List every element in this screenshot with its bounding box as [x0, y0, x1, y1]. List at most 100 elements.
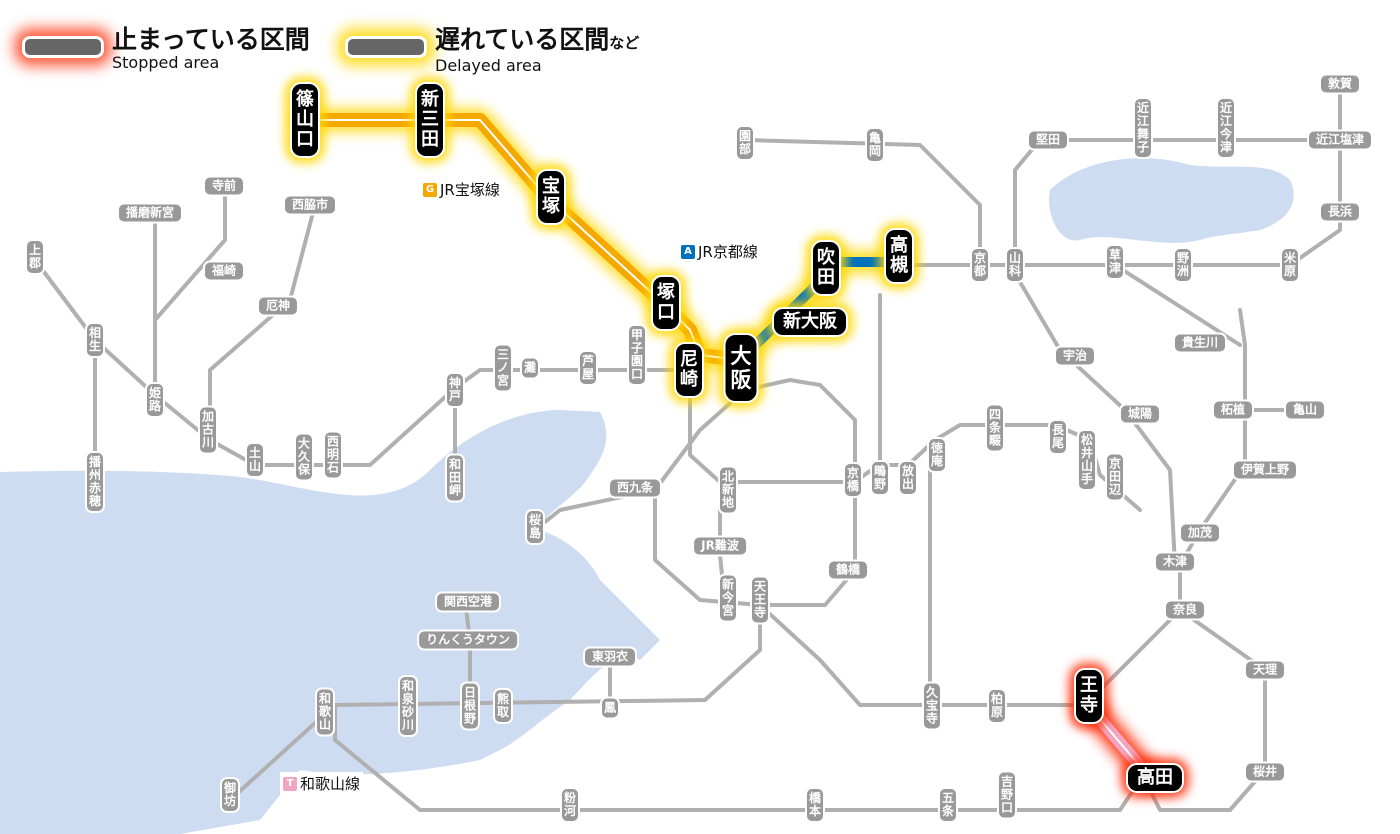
legend-delayed: 遅れている区間など Delayed area	[345, 26, 639, 75]
station-nishiakashi[interactable]: 西明石	[322, 430, 344, 480]
station-kumatori[interactable]: 熊取	[492, 688, 514, 724]
station-nishikujo[interactable]: 西九条	[607, 477, 663, 499]
station-koshienguchi[interactable]: 甲子園口	[626, 324, 648, 386]
station-jrnamba[interactable]: JR難波	[692, 535, 748, 557]
station-omimaiko[interactable]: 近江舞子	[1132, 97, 1154, 159]
station-kitashinchi[interactable]: 北新地	[717, 465, 739, 515]
station-char: 塚	[657, 282, 675, 303]
station-tokuan[interactable]: 徳庵	[926, 437, 948, 473]
station-tsuruga[interactable]: 敦賀	[1318, 73, 1362, 95]
station-kashiwara[interactable]: 柏原	[986, 688, 1008, 724]
station-gobo[interactable]: 御坊	[219, 777, 241, 813]
station-omishiotsu[interactable]: 近江塩津	[1306, 129, 1374, 151]
station-joyo[interactable]: 城陽	[1118, 403, 1162, 425]
station-tenri[interactable]: 天理	[1243, 659, 1287, 681]
station-banshuako[interactable]: 播州赤穂	[84, 451, 106, 513]
station-sakurajima[interactable]: 桜島	[524, 509, 546, 545]
station-wakayama[interactable]: 和歌山	[314, 687, 336, 737]
station-kix[interactable]: 関西空港	[434, 591, 502, 613]
station-wadamisaki[interactable]: 和田岬	[444, 453, 466, 503]
station-teramae[interactable]: 寺前	[202, 175, 246, 197]
station-maibara[interactable]: 米原	[1279, 247, 1301, 283]
station-kamigori[interactable]: 上郡	[24, 239, 46, 275]
station-sasayamaguchi[interactable]: 篠山口	[290, 82, 320, 158]
station-char: 江	[1136, 114, 1150, 128]
station-char: 芦	[581, 354, 595, 368]
station-omiimazu[interactable]: 近江今津	[1215, 97, 1237, 159]
station-yoshinoguchi[interactable]: 吉野口	[996, 770, 1018, 820]
station-himeji[interactable]: 姫路	[144, 382, 166, 418]
station-nagahama[interactable]: 長浜	[1318, 201, 1362, 223]
station-char: 四	[988, 407, 1002, 422]
station-char: 土	[248, 446, 262, 460]
station-kameyama[interactable]: 亀山	[1283, 399, 1327, 421]
station-kobe[interactable]: 神戸	[444, 372, 466, 408]
station-igaueno[interactable]: 伊賀上野	[1231, 459, 1299, 481]
station-okubo[interactable]: 大久保	[293, 432, 315, 482]
station-nishiwakishi[interactable]: 西脇市	[282, 194, 338, 216]
station-kakogawa[interactable]: 加古川	[197, 405, 219, 455]
legend-delayed-jp-main: 遅れている区間	[435, 25, 610, 54]
station-takatsuki[interactable]: 高槻	[884, 228, 914, 284]
station-tennoji[interactable]: 天王寺	[749, 575, 771, 625]
station-hanaten[interactable]: 放出	[897, 460, 919, 496]
station-aioi[interactable]: 相生	[84, 322, 106, 358]
station-matsuiyamate[interactable]: 松井山手	[1076, 429, 1098, 491]
line-label-kyoto[interactable]: A JR京都線	[678, 240, 761, 263]
station-kamo[interactable]: 加茂	[1178, 522, 1222, 544]
station-izumisunagawa[interactable]: 和泉砂川	[397, 675, 419, 737]
station-takarazuka[interactable]: 宝塚	[536, 169, 566, 225]
station-otori[interactable]: 鳳	[599, 696, 621, 720]
station-kyotanabe[interactable]: 京田辺	[1104, 452, 1126, 502]
takarazuka-badge: G	[423, 182, 437, 197]
station-fukusaki[interactable]: 福崎	[202, 260, 246, 282]
station-gojo[interactable]: 五条	[937, 787, 959, 823]
station-sakurai[interactable]: 桜井	[1243, 761, 1287, 783]
station-kyobashi[interactable]: 京橋	[842, 462, 864, 498]
takarazuka-line-name: JR宝塚線	[440, 181, 500, 199]
station-tsukaguchi[interactable]: 塚口	[651, 275, 681, 331]
station-ashiya[interactable]: 芦屋	[577, 350, 599, 386]
line-label-takarazuka[interactable]: G JR宝塚線	[420, 178, 503, 201]
station-shinosaka[interactable]: 新大阪	[772, 307, 848, 337]
station-hineno[interactable]: 日根野	[459, 681, 481, 731]
station-katata[interactable]: 堅田	[1026, 129, 1070, 151]
line-label-wakayama[interactable]: T 和歌山線	[280, 772, 364, 795]
station-osaka[interactable]: 大阪	[723, 333, 759, 403]
station-higashihagoromo[interactable]: 東羽衣	[582, 646, 638, 668]
station-kibukawa[interactable]: 貴生川	[1172, 332, 1228, 354]
station-sonobe[interactable]: 園部	[734, 125, 756, 161]
station-kizu[interactable]: 木津	[1153, 551, 1197, 573]
wakayama-line-name: 和歌山線	[300, 775, 361, 793]
station-nara[interactable]: 奈良	[1163, 599, 1207, 621]
station-yamashina[interactable]: 山科	[1004, 247, 1026, 283]
station-harimashingu[interactable]: 播磨新宮	[116, 202, 184, 224]
station-oji[interactable]: 王寺	[1074, 668, 1104, 724]
station-nagao[interactable]: 長尾	[1047, 419, 1069, 455]
station-amagasaki[interactable]: 尼崎	[674, 342, 704, 398]
station-tsuchiyama[interactable]: 土山	[244, 442, 266, 478]
station-kyoto[interactable]: 京都	[969, 247, 991, 283]
station-shinimamiya[interactable]: 新今宮	[717, 573, 739, 623]
station-kusatsu[interactable]: 草津	[1104, 244, 1126, 280]
station-char: 桜	[528, 513, 542, 527]
station-tsuruhashi[interactable]: 鶴橋	[826, 559, 870, 581]
station-hashimoto[interactable]: 橋本	[804, 787, 826, 823]
station-rinku[interactable]: りんくうタウン	[417, 629, 519, 651]
station-nada[interactable]: 灘	[519, 356, 541, 380]
legend-stopped: 止まっている区間 Stopped area	[22, 26, 310, 72]
station-takada[interactable]: 高田	[1126, 763, 1184, 793]
station-tsuge[interactable]: 柘植	[1211, 399, 1255, 421]
station-shijonawate[interactable]: 四条畷	[984, 403, 1006, 453]
station-suita[interactable]: 吹田	[811, 240, 841, 296]
station-kameoka[interactable]: 亀岡	[864, 127, 886, 163]
station-yashiro[interactable]: 厄神	[256, 295, 300, 317]
station-yasu[interactable]: 野洲	[1172, 247, 1194, 283]
station-uji[interactable]: 宇治	[1053, 345, 1097, 367]
station-char: 河	[563, 804, 577, 818]
station-kyuhoji[interactable]: 久宝寺	[921, 681, 943, 731]
station-shigino[interactable]: 鴫野	[869, 460, 891, 496]
station-shinsanda[interactable]: 新三田	[415, 82, 445, 158]
station-sannomiya[interactable]: 三ノ宮	[492, 343, 514, 393]
station-konakawa[interactable]: 粉河	[559, 787, 581, 823]
